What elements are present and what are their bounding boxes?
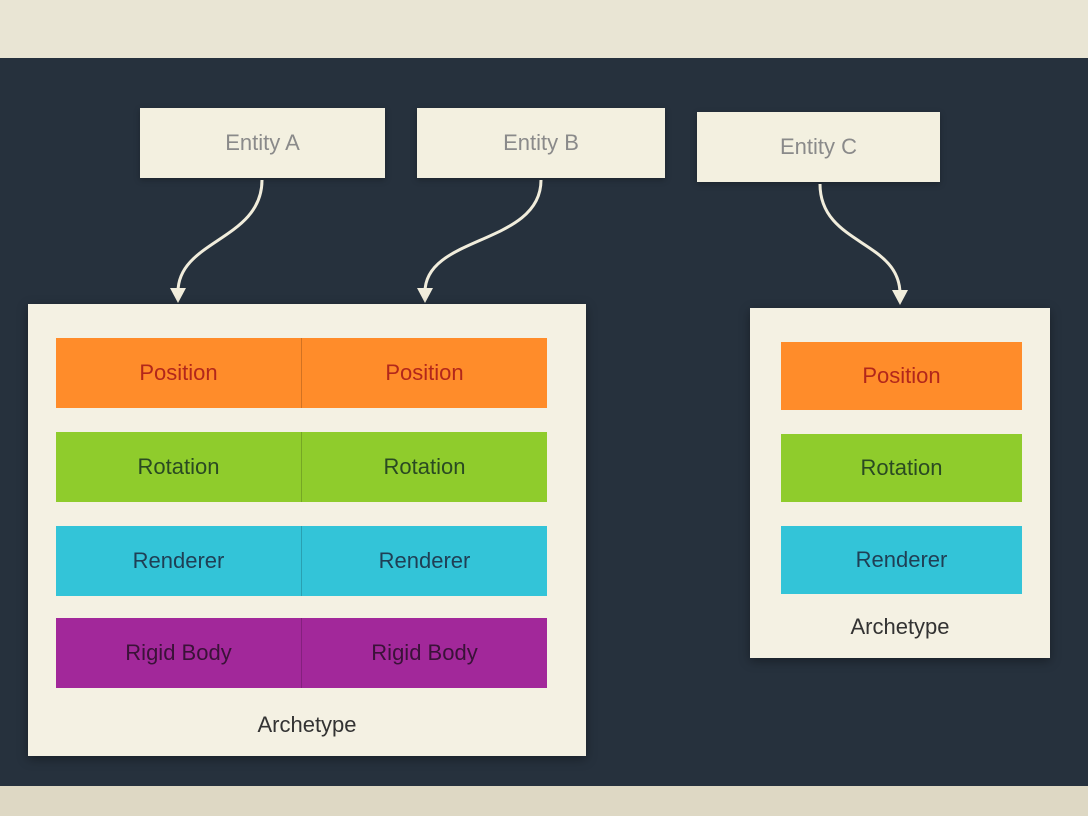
component-rotation: Rotation (301, 432, 547, 502)
component-renderer: Renderer (56, 526, 301, 596)
archetype-card-2: Position Rotation Renderer Archetype (750, 308, 1050, 658)
component-rotation: Rotation (56, 432, 301, 502)
component-row-position: Position (781, 342, 1022, 410)
component-renderer: Renderer (301, 526, 547, 596)
component-position: Position (781, 342, 1022, 410)
component-row-rotation: Rotation (781, 434, 1022, 502)
entity-c-box: Entity C (697, 112, 940, 182)
component-renderer: Renderer (781, 526, 1022, 594)
monitor-bezel (0, 786, 1088, 816)
component-position: Position (301, 338, 547, 408)
entity-b-label: Entity B (503, 130, 579, 155)
component-row-rigid-body: Rigid Body Rigid Body (56, 618, 547, 688)
component-row-position: Position Position (56, 338, 547, 408)
component-position: Position (56, 338, 301, 408)
entity-a-box: Entity A (140, 108, 385, 178)
archetype-card-1: Position Position Rotation Rotation Rend… (28, 304, 586, 756)
entity-c-label: Entity C (779, 134, 858, 159)
component-rigid-body: Rigid Body (56, 618, 301, 688)
component-row-rotation: Rotation Rotation (56, 432, 547, 502)
component-row-renderer: Renderer Renderer (56, 526, 547, 596)
archetype-label-2: Archetype (850, 614, 950, 639)
component-rigid-body: Rigid Body (301, 618, 547, 688)
archetype-label-1: Archetype (257, 712, 357, 737)
component-row-renderer: Renderer (781, 526, 1022, 594)
entity-b-box: Entity B (417, 108, 665, 178)
component-rotation: Rotation (781, 434, 1022, 502)
entity-a-label: Entity A (225, 130, 300, 155)
